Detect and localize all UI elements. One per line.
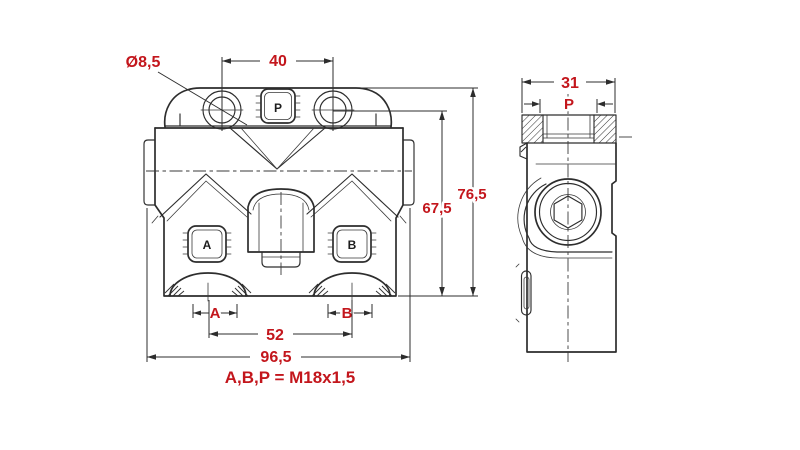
side-small-boss <box>515 263 532 323</box>
dim-76-5: 76,5 <box>357 87 489 297</box>
port-p-thread-ticks <box>255 95 301 118</box>
dim-67-5-text: 67,5 <box>422 200 451 217</box>
hatch-arch-a <box>164 283 252 297</box>
dim-67-5: 67,5 <box>333 110 454 296</box>
thread-note-text: A,B,P = M18x1,5 <box>225 368 356 387</box>
roof-peak-a <box>159 173 252 222</box>
bottom-arch-a <box>164 272 252 302</box>
dim-p-side-text: P <box>564 96 574 113</box>
side-tab-left <box>143 139 156 206</box>
dim-52: 52 <box>208 300 353 347</box>
dim-port-a: A <box>192 303 238 325</box>
v-groove <box>229 127 326 170</box>
dimensions-layer: 40 Ø8,5 76,5 67,5 <box>126 51 616 387</box>
port-p-label: P <box>274 101 282 115</box>
port-b-label: B <box>348 238 357 252</box>
port-a-label: A <box>203 238 212 252</box>
dim-port-b: B <box>327 303 373 325</box>
hatch-arch-b <box>308 283 396 297</box>
dim-port-b-text: B <box>342 305 353 322</box>
dim-96-5-text: 96,5 <box>260 349 291 366</box>
dim-76-5-text: 76,5 <box>457 186 486 203</box>
dim-96-5: 96,5 <box>146 208 411 369</box>
port-p-square: P <box>255 88 301 124</box>
roof-peak-b <box>306 173 399 222</box>
port-a-square: A <box>182 225 232 263</box>
side-body-outline <box>526 142 617 353</box>
body-outline <box>143 127 415 297</box>
dim-40-text: 40 <box>269 53 287 70</box>
flange-left-lip <box>519 142 528 160</box>
mounting-bracket <box>163 87 393 128</box>
dim-31: 31 <box>521 73 616 113</box>
dim-40: 40 <box>221 51 334 131</box>
dim-52-text: 52 <box>266 327 284 344</box>
central-boss <box>247 188 315 275</box>
dim-port-a-text: A <box>210 305 221 322</box>
dim-hole-diameter-text: Ø8,5 <box>126 54 161 71</box>
dim-p-side: P <box>524 94 613 116</box>
port-b-square: B <box>327 225 377 263</box>
bottom-arch-b <box>308 272 396 302</box>
side-view <box>515 94 634 362</box>
top-flange-section <box>519 114 634 160</box>
dim-hole-diameter: Ø8,5 <box>126 54 248 126</box>
dim-31-text: 31 <box>561 75 579 92</box>
front-view: P <box>143 87 415 302</box>
hex-plug-boss <box>517 177 613 259</box>
side-tab-right <box>402 139 415 206</box>
